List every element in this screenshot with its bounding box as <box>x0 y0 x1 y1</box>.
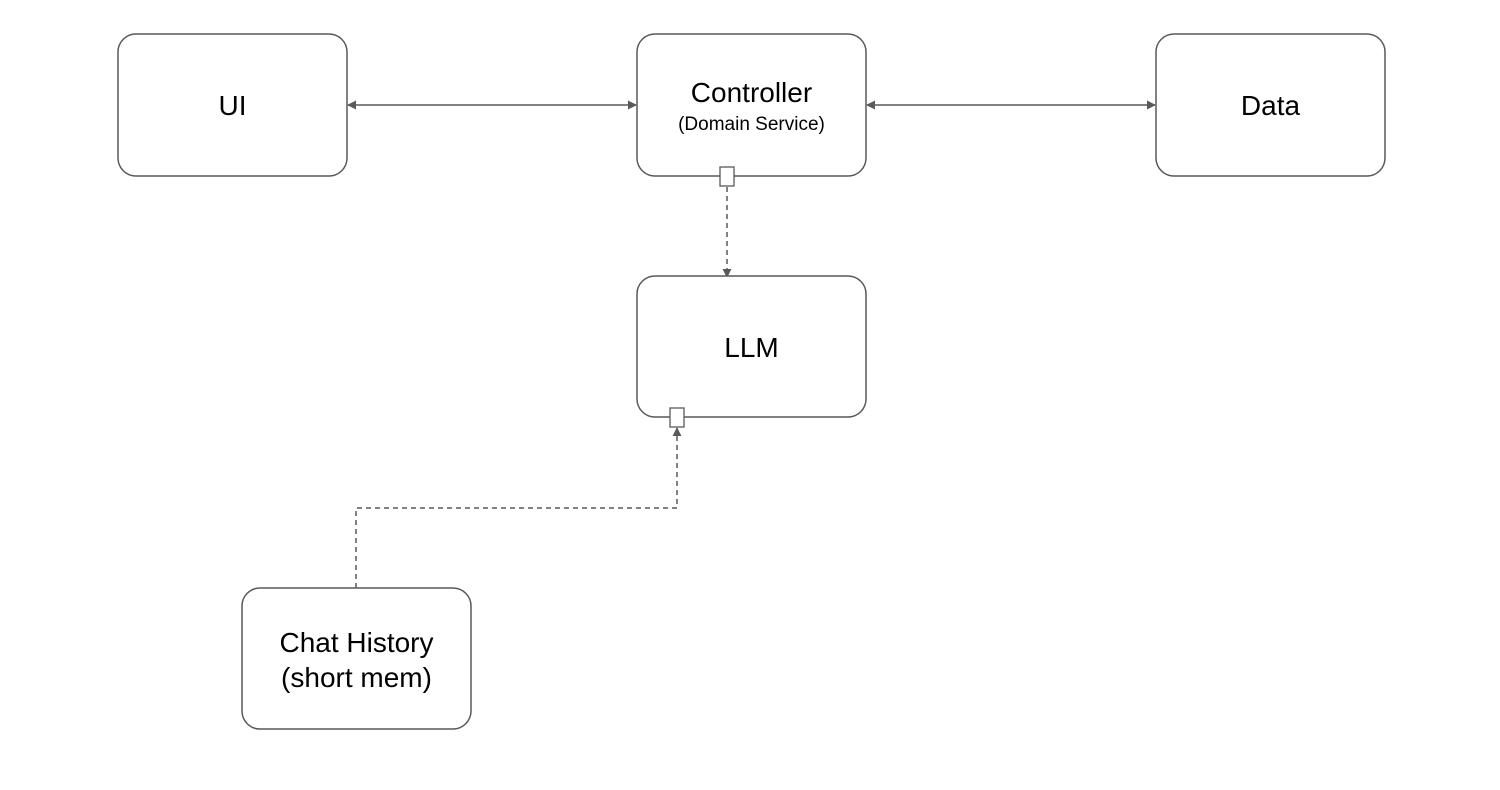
controller-port <box>719 166 735 187</box>
edge-chat-history-llm[interactable] <box>355 427 682 588</box>
node-controller-sublabel: (Domain Service) <box>678 114 825 135</box>
node-llm-label: LLM <box>724 332 778 363</box>
node-controller-label: Controller <box>691 77 812 108</box>
node-ui[interactable]: UI <box>117 33 348 177</box>
edges <box>347 100 1156 588</box>
node-ui-label: UI <box>219 90 247 121</box>
llm-port <box>669 407 685 428</box>
node-llm-box[interactable] <box>636 275 867 418</box>
node-llm[interactable]: LLM <box>636 275 867 428</box>
node-controller[interactable]: Controller (Domain Service) <box>636 33 867 187</box>
node-data-box[interactable] <box>1155 33 1386 177</box>
node-controller-box[interactable] <box>636 33 867 177</box>
node-data[interactable]: Data <box>1155 33 1386 177</box>
node-data-label: Data <box>1241 90 1301 121</box>
node-chat-history-label-line2: (short mem) <box>281 662 432 693</box>
node-chat-history-label-line1: Chat History <box>279 627 433 658</box>
node-ui-box[interactable] <box>117 33 348 177</box>
node-chat-history[interactable]: Chat History (short mem) <box>241 587 472 730</box>
node-chat-history-box[interactable] <box>241 587 472 730</box>
